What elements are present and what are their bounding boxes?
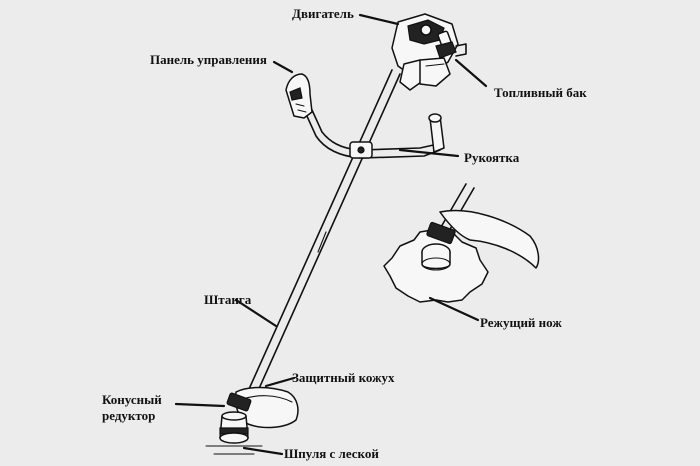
- label-shaft: Штанга: [204, 292, 252, 307]
- label-fuel-tank: Топливный бак: [494, 85, 587, 100]
- label-engine: Двигатель: [292, 6, 354, 21]
- shaft: [244, 69, 401, 403]
- blade-inset: [383, 183, 540, 303]
- label-cutting-blade: Режущий нож: [480, 315, 562, 330]
- label-guard: Защитный кожух: [292, 370, 395, 385]
- label-spool: Шпуля с леской: [284, 446, 379, 461]
- leader-lines: [174, 13, 488, 456]
- handlebar: [285, 73, 445, 159]
- label-gearbox-line2: редуктор: [102, 408, 156, 423]
- label-control-panel: Панель управления: [150, 52, 267, 67]
- guard-and-head: [205, 386, 299, 455]
- label-gearbox-line1: Конусный: [102, 392, 162, 407]
- label-handle: Рукоятка: [464, 150, 520, 165]
- fuel-tank: [419, 57, 451, 87]
